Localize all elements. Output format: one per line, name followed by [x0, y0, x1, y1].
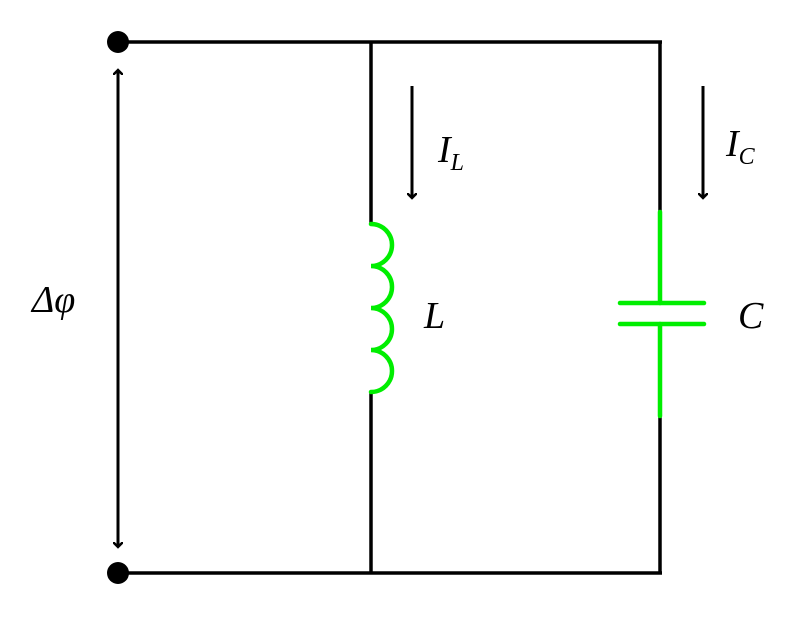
capacitor-current-sub: C	[738, 144, 755, 170]
inductor-current-label: IL	[438, 128, 464, 177]
inductor-coil	[368, 221, 395, 395]
inductor-label: L	[424, 295, 446, 337]
terminal-top	[107, 31, 129, 53]
capacitor-current-label: IC	[726, 122, 755, 171]
terminal-bottom	[107, 562, 129, 584]
inductor-current-main: I	[438, 129, 451, 171]
capacitor-current-main: I	[726, 123, 739, 165]
voltage-label: Δφ	[32, 279, 76, 321]
inductor-current-sub: L	[450, 150, 465, 176]
capacitor-label: C	[738, 295, 764, 337]
